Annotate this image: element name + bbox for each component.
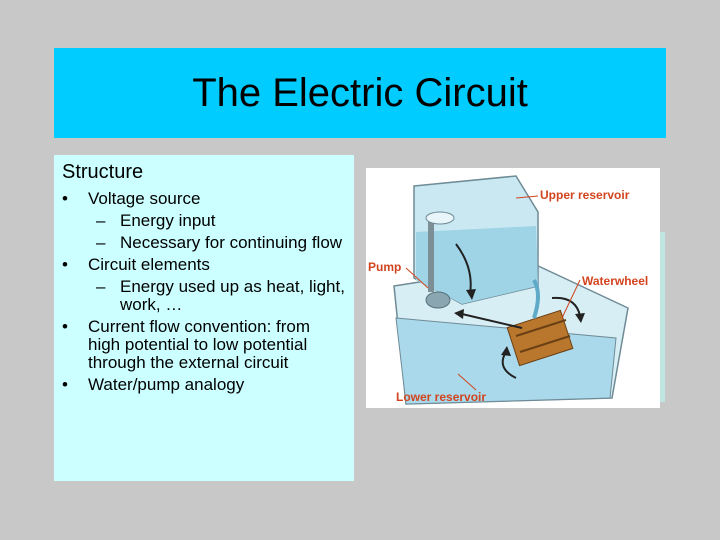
flow-arrow-head [466, 289, 476, 300]
content-box: Structure • Voltage source – Energy inpu… [54, 155, 354, 481]
water-pump-diagram: Upper reservoir Pump Waterwheel Lower re… [366, 168, 660, 408]
upper-water [416, 226, 538, 304]
rotation-arrow-head [501, 346, 511, 356]
pump-pipe [428, 222, 434, 292]
bullet-text: Voltage source [88, 189, 201, 208]
label-upper-reservoir: Upper reservoir [540, 188, 630, 202]
bullet-glyph: • [62, 317, 68, 336]
water-stream [532, 279, 540, 319]
rotation-arrow-head [575, 313, 585, 323]
label-pump: Pump [368, 260, 402, 274]
slide-title: The Electric Circuit [192, 70, 528, 115]
label-waterwheel: Waterwheel [582, 274, 649, 288]
sub-bullet-energy-used: – Energy used up as heat, light, work, … [62, 278, 346, 314]
sub-bullet-continuing-flow: – Necessary for continuing flow [62, 234, 346, 252]
leader-line [561, 279, 581, 319]
bullet-glyph: • [62, 375, 68, 394]
bullet-circuit-elements: • Circuit elements [62, 256, 346, 274]
sub-bullet-text: Energy used up as heat, light, work, … [120, 277, 345, 314]
leader-line [457, 373, 477, 391]
leader-line [515, 195, 539, 199]
waterwheel-blade [519, 335, 571, 353]
bullet-current-flow: • Current flow convention: from high pot… [62, 318, 346, 372]
flow-arrow-head [454, 309, 464, 319]
dash-glyph: – [96, 211, 106, 230]
bullet-water-pump: • Water/pump analogy [62, 376, 346, 394]
diagram-drawing [393, 175, 629, 405]
bullet-text: Current flow convention: from high poten… [88, 317, 311, 372]
waterwheel-blade [515, 319, 567, 337]
bullet-text: Water/pump analogy [88, 375, 245, 394]
title-bar: The Electric Circuit [54, 48, 666, 138]
rotation-arrow [551, 296, 581, 317]
dash-glyph: – [96, 233, 106, 252]
section-heading: Structure [62, 161, 144, 183]
bullet-text: Circuit elements [88, 255, 210, 274]
sub-bullet-text: Energy input [120, 211, 216, 230]
leader-line [405, 267, 429, 289]
flow-arrow [461, 313, 523, 329]
sub-bullet-energy-input: – Energy input [62, 212, 346, 230]
pump-body [425, 291, 451, 309]
decorative-strip [655, 232, 665, 402]
sub-bullet-text: Necessary for continuing flow [120, 233, 343, 252]
upper-outlet [425, 211, 455, 225]
bullet-glyph: • [62, 255, 68, 274]
bullet-glyph: • [62, 189, 68, 208]
label-lower-reservoir: Lower reservoir [396, 390, 487, 404]
bullet-voltage-source: • Voltage source [62, 190, 346, 208]
dash-glyph: – [96, 277, 106, 296]
